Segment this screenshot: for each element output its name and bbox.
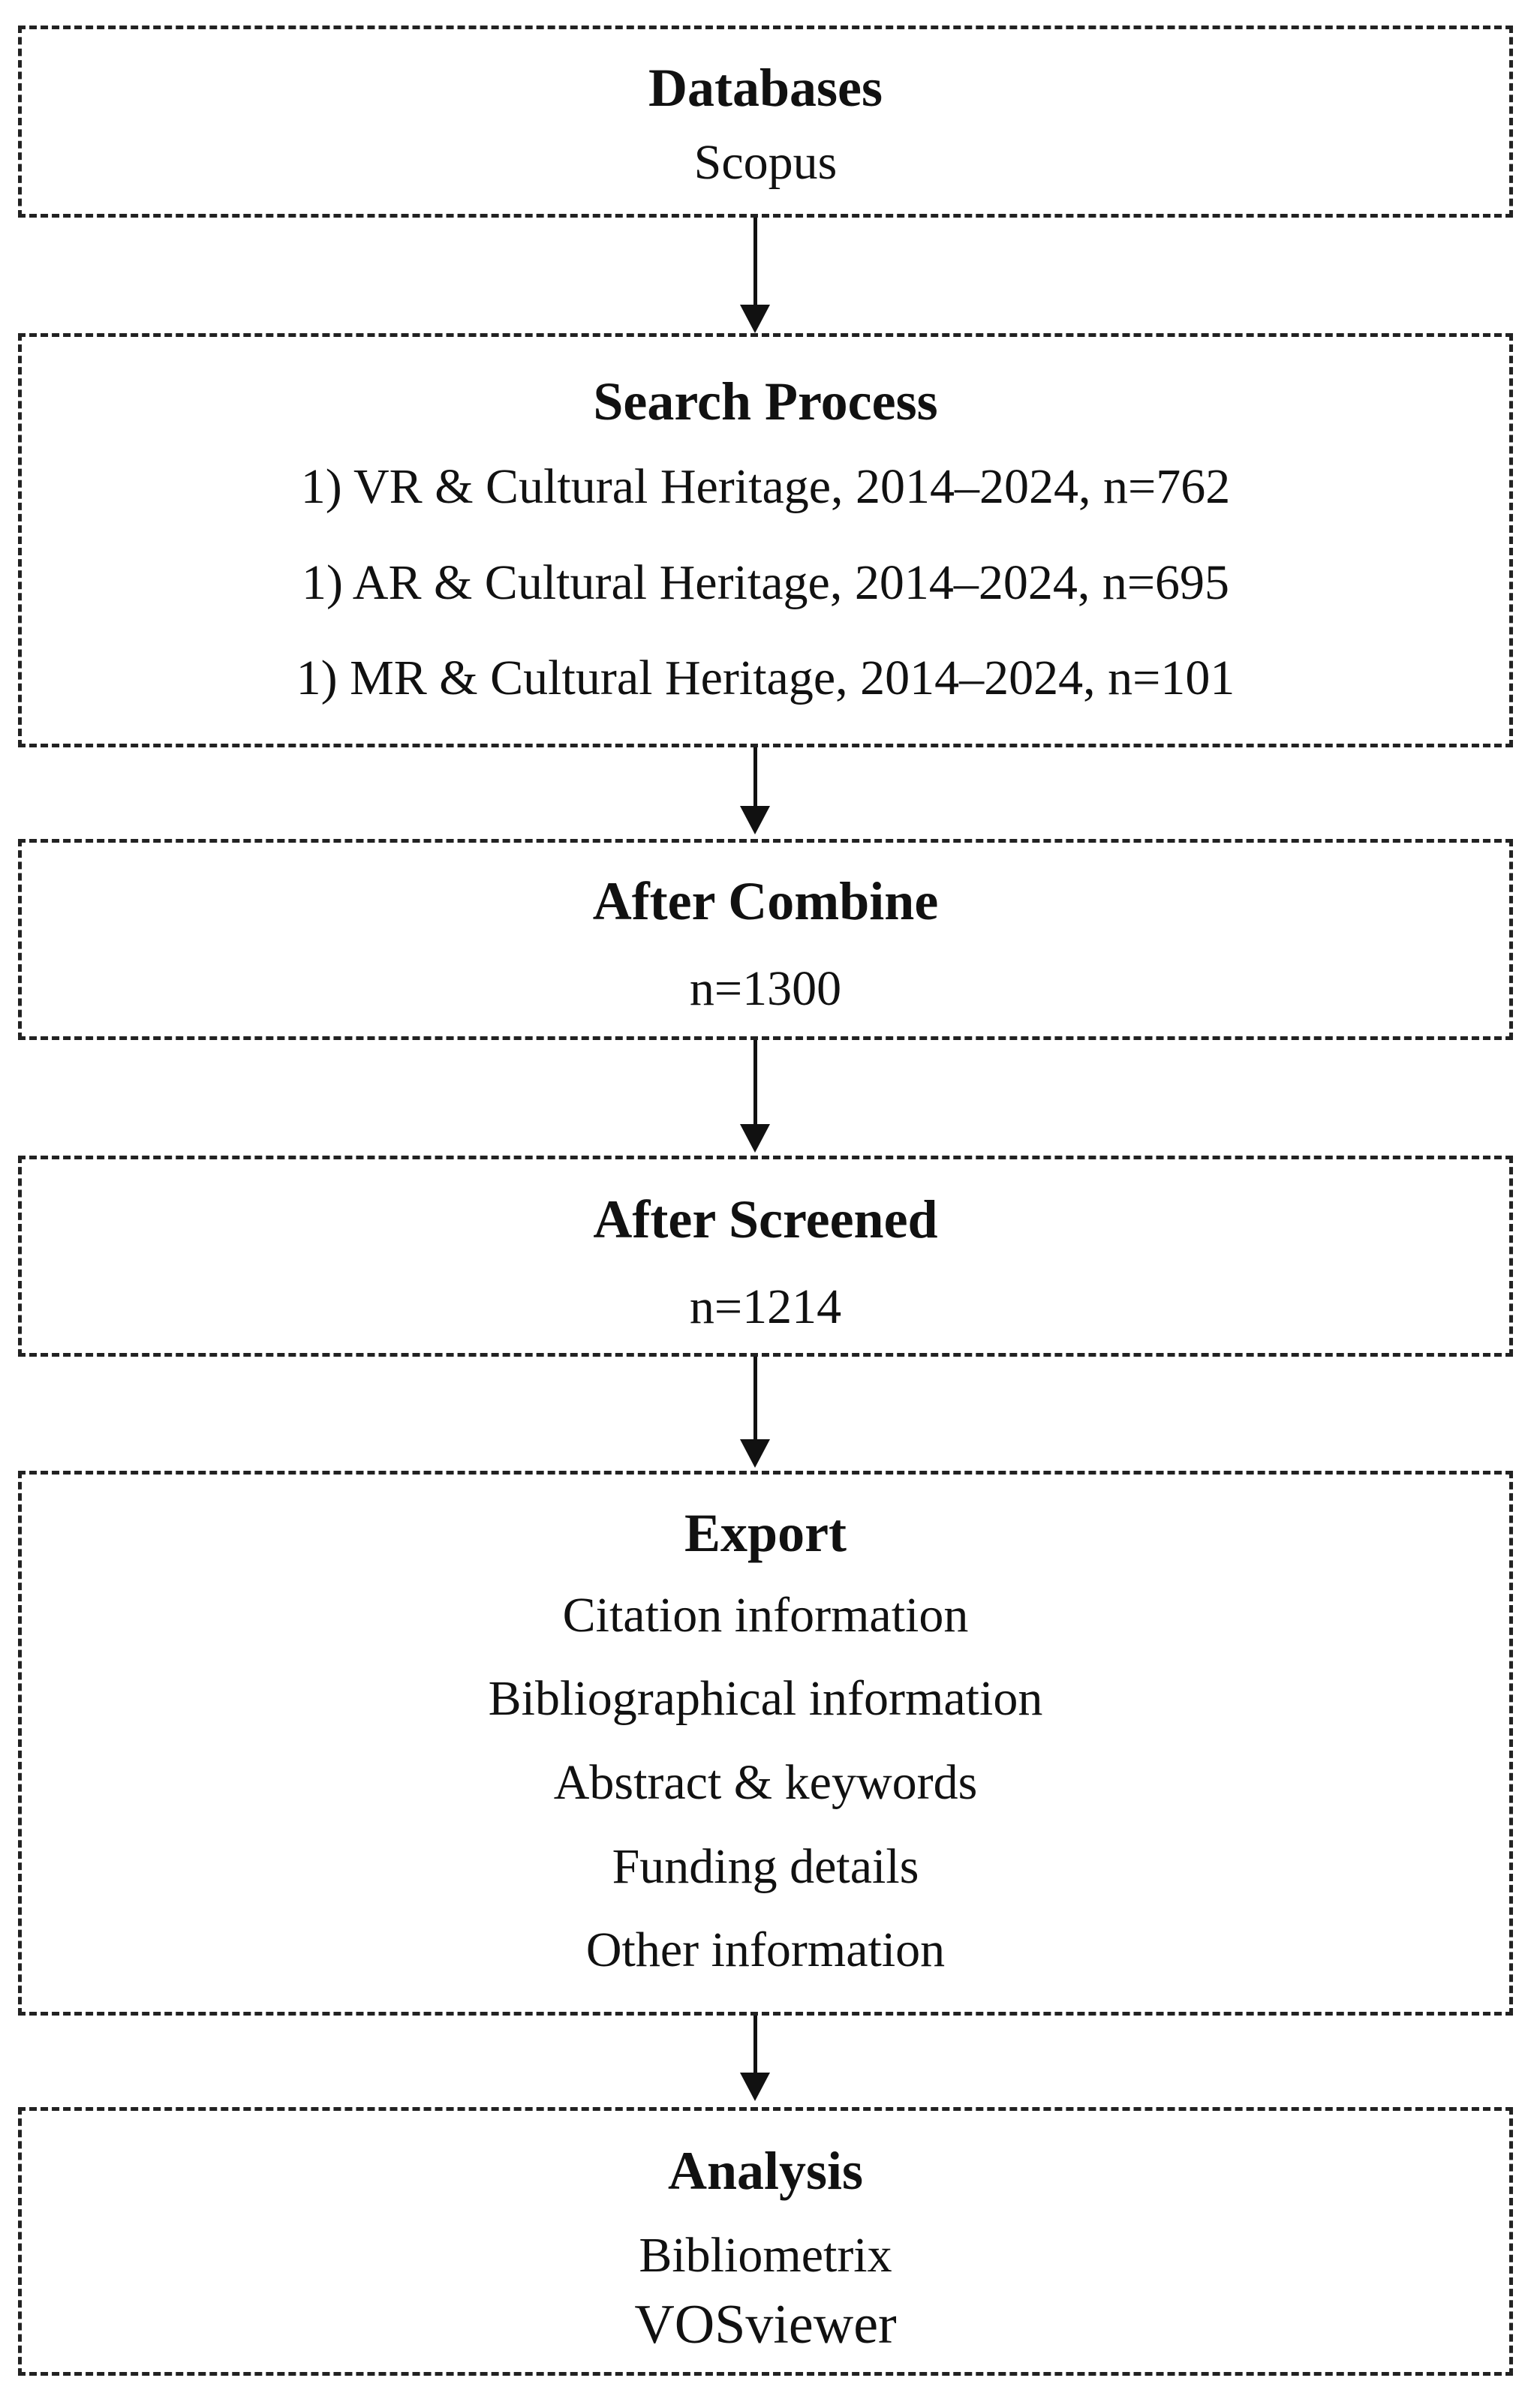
export-box: Export Citation information Bibliographi… — [18, 1471, 1513, 2016]
after-combine-box: After Combine n=1300 — [18, 839, 1513, 1040]
after-screened-box: After Screened n=1214 — [18, 1156, 1513, 1357]
analysis-box: Analysis Bibliometrix VOSviewer — [18, 2107, 1513, 2376]
search-process-line-1: 1) VR & Cultural Heritage, 2014–2024, n=… — [300, 459, 1231, 514]
export-title: Export — [684, 1503, 847, 1563]
export-line-2: Bibliographical information — [488, 1671, 1043, 1726]
export-line-4: Funding details — [612, 1839, 919, 1894]
analysis-line-1: Bibliometrix — [639, 2228, 892, 2283]
analysis-title: Analysis — [667, 2141, 864, 2201]
after-combine-title: After Combine — [592, 871, 939, 931]
export-line-1: Citation information — [562, 1588, 969, 1643]
analysis-line-2: VOSviewer — [634, 2294, 897, 2355]
databases-line-1: Scopus — [693, 135, 838, 190]
after-screened-line-1: n=1214 — [689, 1279, 842, 1334]
after-combine-line-1: n=1300 — [689, 961, 842, 1016]
search-process-line-3: 1) MR & Cultural Heritage, 2014–2024, n=… — [296, 651, 1235, 705]
after-screened-title: After Screened — [593, 1189, 938, 1249]
export-line-3: Abstract & keywords — [553, 1755, 978, 1810]
search-process-box: Search Process 1) VR & Cultural Heritage… — [18, 333, 1513, 747]
search-process-line-2: 1) AR & Cultural Heritage, 2014–2024, n=… — [301, 555, 1230, 610]
export-line-5: Other information — [585, 1922, 946, 1977]
databases-box: Databases Scopus — [18, 26, 1513, 218]
search-process-title: Search Process — [593, 371, 938, 431]
databases-title: Databases — [648, 58, 883, 118]
